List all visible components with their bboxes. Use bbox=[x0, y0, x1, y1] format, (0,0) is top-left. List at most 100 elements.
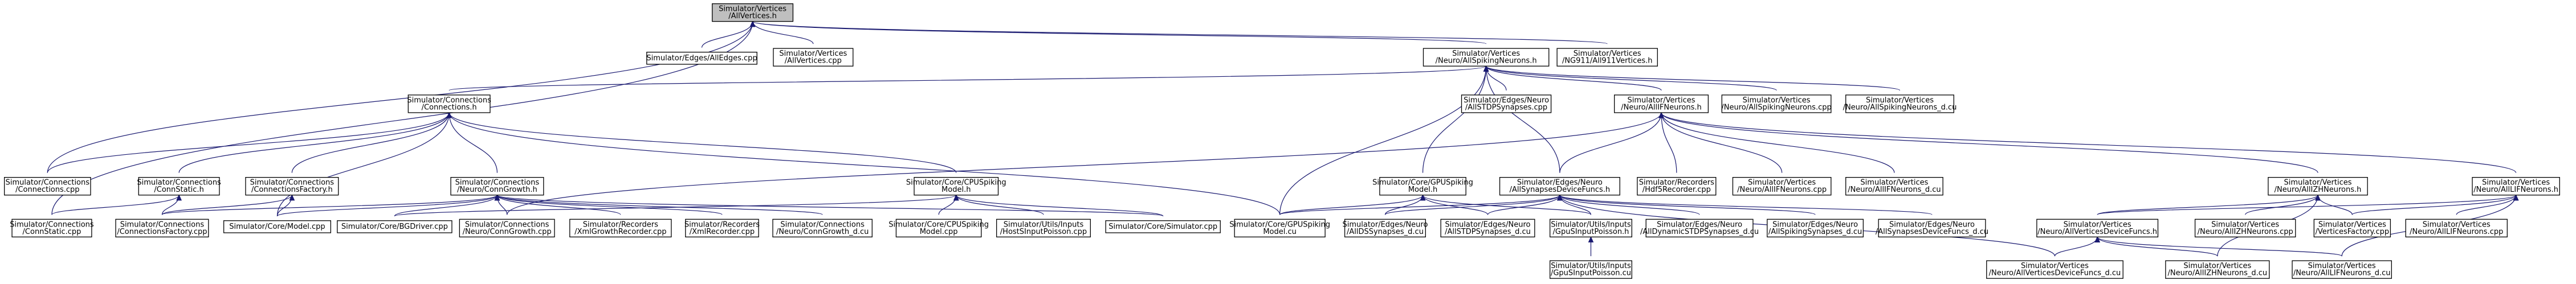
file-node[interactable]: Simulator/Edges/Neuro/AllSTDPSynapses_d.… bbox=[1440, 219, 1535, 238]
include-edge bbox=[953, 194, 1044, 215]
file-node[interactable]: Simulator/Vertices/Neuro/AllVerticesDevi… bbox=[1986, 260, 2123, 279]
file-node[interactable]: Simulator/Recorders/XmlGrowthRecorder.cp… bbox=[569, 219, 672, 238]
file-node[interactable]: Simulator/Vertices/AllVertices.cpp bbox=[773, 48, 854, 67]
node-label: /Neuro/AllIFNeurons_d.cu bbox=[1848, 186, 1941, 194]
file-node[interactable]: Simulator/Edges/AllEdges.cpp bbox=[646, 51, 757, 65]
file-node[interactable]: Simulator/Edges/Neuro/AllDSSynapses_d.cu bbox=[1342, 219, 1428, 238]
node-box bbox=[115, 219, 209, 238]
file-node[interactable]: Simulator/Utils/Inputs/GpuSInputPoisson.… bbox=[1550, 260, 1632, 279]
edge-line bbox=[2097, 195, 2517, 215]
edge-line bbox=[276, 112, 450, 216]
edge-line bbox=[1661, 112, 2517, 173]
file-node[interactable]: Simulator/Vertices/Neuro/AllIZHNeurons.c… bbox=[2194, 219, 2296, 238]
file-node[interactable]: Simulator/Vertices/Neuro/AllSpikingNeuro… bbox=[1843, 94, 1957, 113]
node-label: /Hdf5Recorder.cpp bbox=[1642, 186, 1711, 194]
file-node[interactable]: Simulator/Vertices/Neuro/AllLIFNeurons.h bbox=[2472, 177, 2560, 196]
include-edge bbox=[2245, 194, 2321, 215]
file-node[interactable]: Simulator/Vertices/NG911/All911Vertices.… bbox=[1556, 48, 1658, 67]
file-node[interactable]: Simulator/Utils/Inputs/HostSInputPoisson… bbox=[996, 219, 1091, 238]
file-node[interactable]: Simulator/Vertices/Neuro/AllSpikingNeuro… bbox=[1721, 94, 1832, 113]
node-label: Simulator/Vertices bbox=[2318, 220, 2386, 229]
node-label: Simulator/Recorders bbox=[1639, 179, 1714, 187]
file-node[interactable]: Simulator/Vertices/Neuro/AllIZHNeurons_d… bbox=[2165, 260, 2270, 279]
file-node[interactable]: Simulator/Core/Simulator.cpp bbox=[1105, 220, 1221, 233]
file-node[interactable]: Simulator/Connections/Connections.cpp bbox=[4, 177, 91, 196]
file-node[interactable]: Simulator/Vertices/Neuro/AllVerticesDevi… bbox=[2036, 219, 2159, 238]
file-node[interactable]: Simulator/Vertices/Neuro/AllLIFNeurons.c… bbox=[2405, 219, 2508, 238]
node-label: Simulator/Edges/Neuro bbox=[1464, 96, 1549, 105]
edge-arrowhead bbox=[1557, 194, 1563, 201]
edge-line bbox=[2097, 236, 2342, 257]
edge-line bbox=[1559, 195, 1816, 215]
edge-line bbox=[47, 112, 450, 173]
node-box bbox=[4, 177, 91, 196]
file-node[interactable]: Simulator/Core/Model.cpp bbox=[223, 220, 331, 233]
root-file-node[interactable]: Simulator/Vertices/AllVertices.h bbox=[712, 3, 794, 22]
file-node[interactable]: Simulator/Connections/ConnectionsFactory… bbox=[115, 219, 209, 238]
include-edge bbox=[1279, 65, 1489, 215]
include-edge bbox=[1483, 65, 1560, 173]
edge-arrowhead bbox=[494, 194, 500, 201]
node-label: Model.h bbox=[1408, 186, 1437, 194]
include-edge bbox=[161, 194, 500, 215]
file-node[interactable]: Simulator/Vertices/VerticesFactory.cpp bbox=[2313, 219, 2391, 238]
file-node[interactable]: Simulator/Edges/Neuro/AllSynapsesDeviceF… bbox=[1876, 219, 1988, 238]
include-edge bbox=[1279, 194, 1563, 215]
node-label: Simulator/Connections bbox=[120, 220, 205, 229]
edge-arrowhead bbox=[953, 194, 959, 201]
file-node[interactable]: Simulator/Vertices/Neuro/AllIZHNeurons.h bbox=[2268, 177, 2368, 196]
node-box bbox=[2292, 260, 2392, 279]
node-box bbox=[459, 219, 555, 238]
edge-line bbox=[938, 195, 957, 215]
file-node[interactable]: Simulator/Utils/Inputs/GpuSInputPoisson.… bbox=[1550, 219, 1632, 238]
edge-line bbox=[1422, 195, 1592, 215]
file-node[interactable]: Simulator/Recorders/Hdf5Recorder.cpp bbox=[1637, 177, 1717, 196]
node-label: Simulator/Recorders bbox=[583, 220, 658, 229]
file-node[interactable]: Simulator/Vertices/Neuro/AllIFNeurons_d.… bbox=[1845, 177, 1943, 196]
node-label: Simulator/Vertices bbox=[1748, 179, 1816, 187]
file-node[interactable]: Simulator/Vertices/Neuro/AllIFNeurons.h bbox=[1614, 94, 1709, 113]
edge-arrowhead bbox=[176, 194, 182, 201]
file-node[interactable]: Simulator/Connections/ConnStatic.h bbox=[137, 177, 221, 196]
file-node[interactable]: Simulator/Vertices/Neuro/AllSpikingNeuro… bbox=[1422, 48, 1550, 67]
node-label: Simulator/Edges/Neuro bbox=[1889, 220, 1975, 229]
file-node[interactable]: Simulator/Core/BGDriver.cpp bbox=[337, 220, 453, 233]
include-edge bbox=[1483, 65, 1901, 91]
file-node[interactable]: Simulator/Edges/Neuro/AllSpikingSynapses… bbox=[1767, 219, 1864, 238]
include-edge bbox=[1588, 236, 1594, 257]
file-node[interactable]: Simulator/Edges/Neuro/AllSynapsesDeviceF… bbox=[1499, 177, 1620, 196]
file-node[interactable]: Simulator/Connections/Connections.h bbox=[407, 94, 491, 113]
include-edge bbox=[394, 194, 959, 217]
edge-line bbox=[1486, 66, 1560, 173]
edge-line bbox=[956, 195, 1044, 215]
edge-line bbox=[2317, 195, 2353, 215]
include-edge bbox=[1658, 112, 2318, 173]
file-node[interactable]: Simulator/Edges/Neuro/AllDynamicSTDPSyna… bbox=[1640, 219, 1759, 238]
file-node[interactable]: Simulator/Connections/ConnStatic.cpp bbox=[10, 219, 94, 238]
include-edge bbox=[276, 194, 295, 216]
node-label: Model.h bbox=[941, 186, 971, 194]
node-box bbox=[1234, 219, 1326, 238]
file-node[interactable]: Simulator/Connections/Neuro/ConnGrowth_d… bbox=[772, 219, 873, 238]
file-node[interactable]: Simulator/Connections/Neuro/ConnGrowth.c… bbox=[459, 219, 555, 238]
file-node[interactable]: Simulator/Vertices/Neuro/AllLIFNeurons_d… bbox=[2292, 260, 2392, 279]
edge-line bbox=[1486, 65, 1777, 91]
include-edge bbox=[178, 112, 452, 173]
node-label: Simulator/Connections bbox=[455, 179, 540, 187]
file-node[interactable]: Simulator/Vertices/Neuro/AllIFNeurons.cp… bbox=[1732, 177, 1832, 196]
file-node[interactable]: Simulator/Edges/Neuro/AllSTDPSynapses.cp… bbox=[1461, 94, 1552, 113]
file-node[interactable]: Simulator/Connections/ConnectionsFactory… bbox=[245, 177, 339, 196]
file-node[interactable]: Simulator/Connections/Neuro/ConnGrowth.h bbox=[450, 177, 544, 196]
node-label: /Neuro/AllIFNeurons.cpp bbox=[1737, 186, 1827, 194]
file-node[interactable]: Simulator/Recorders/XmlRecorder.cpp bbox=[684, 219, 760, 238]
node-label: Simulator/Core/GPUSpiking bbox=[1372, 179, 1473, 187]
edge-arrowhead bbox=[1420, 194, 1426, 201]
node-box bbox=[1767, 219, 1864, 238]
edge-line bbox=[1559, 195, 1700, 215]
node-box bbox=[685, 219, 759, 238]
include-edge bbox=[1279, 194, 1426, 215]
